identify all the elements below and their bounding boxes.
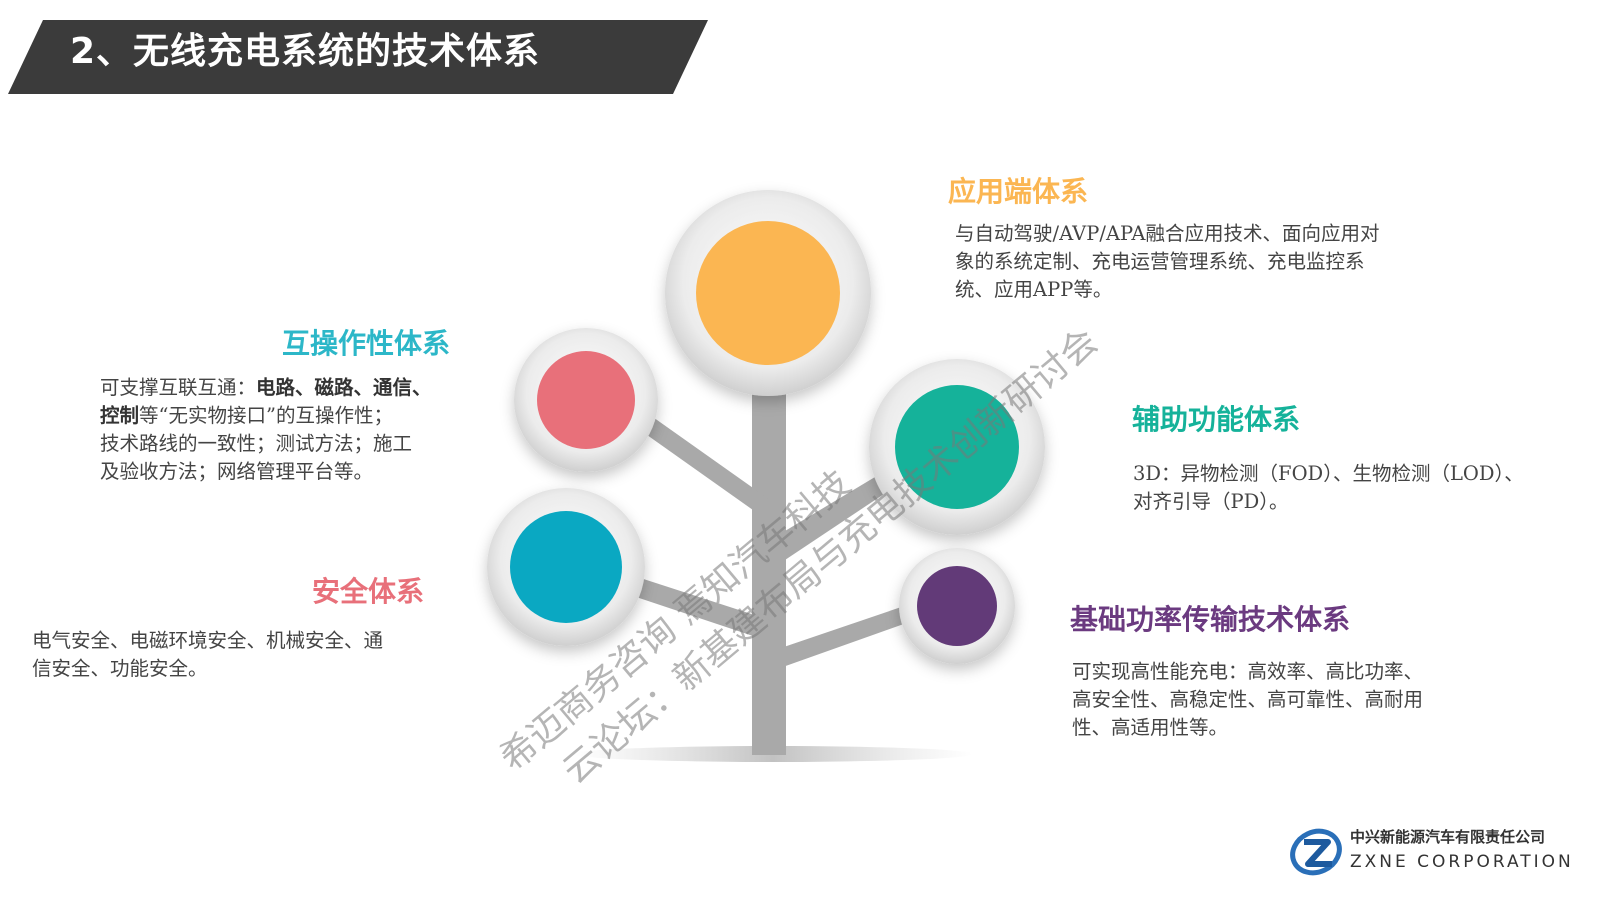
safety-line: 电气安全、电磁环境安全、机械安全、通	[32, 629, 384, 652]
logo-cn-name: 中兴新能源汽车有限责任公司	[1350, 828, 1546, 846]
aux-line: 对齐引导（PD）。	[1133, 490, 1289, 513]
app-heading: 应用端体系	[948, 175, 1089, 208]
zxne-logo-icon	[1290, 828, 1342, 876]
power-heading: 基础功率传输技术体系	[1070, 603, 1351, 636]
branch-aux	[770, 465, 905, 560]
interop-line2-bold: 控制	[100, 404, 140, 427]
branch-interop	[640, 415, 770, 515]
interop-line: 技术路线的一致性；测试方法；施工	[100, 432, 413, 455]
node-interop	[514, 328, 658, 472]
node-app-dot	[696, 221, 840, 365]
node-interop-dot	[537, 351, 635, 449]
company-logo: 中兴新能源汽车有限责任公司 ZXNE CORPORATION	[1290, 818, 1580, 888]
app-description: 与自动驾驶/AVP/APA融合应用技术、面向应用对 象的系统定制、充电运营管理系…	[955, 220, 1515, 304]
branch-power	[775, 604, 915, 668]
app-line: 象的系统定制、充电运营管理系统、充电监控系	[955, 250, 1365, 273]
interop-line: 及验收方法；网络管理平台等。	[100, 460, 374, 483]
title-banner	[8, 20, 708, 94]
branch-safety	[615, 572, 770, 640]
node-safety-dot	[510, 511, 622, 623]
node-aux-dot	[895, 385, 1019, 509]
interop-line: 可支撑互联互通：电路、磁路、通信、	[100, 374, 500, 402]
page-title: 2、无线充电系统的技术体系	[70, 31, 541, 72]
app-line: 统、应用APP等。	[955, 278, 1113, 301]
power-line: 可实现高性能充电：高效率、高比功率、	[1072, 660, 1424, 683]
aux-description: 3D：异物检测（FOD）、生物检测（LOD）、 对齐引导（PD）。	[1133, 460, 1573, 516]
node-power-dot	[917, 566, 997, 646]
interop-line2-rest: 等“无实物接口”的互操作性；	[139, 404, 393, 427]
interop-heading: 互操作性体系	[282, 327, 451, 360]
node-safety	[487, 488, 645, 646]
aux-line: 3D：异物检测（FOD）、生物检测（LOD）、	[1133, 462, 1524, 485]
interop-line: 控制等“无实物接口”的互操作性；	[100, 402, 500, 430]
app-line: 与自动驾驶/AVP/APA融合应用技术、面向应用对	[955, 222, 1380, 245]
node-app	[665, 190, 871, 396]
interop-line1-prefix: 可支撑互联互通：	[100, 376, 257, 399]
logo-en-name: ZXNE CORPORATION	[1350, 852, 1574, 872]
power-line: 性、高适用性等。	[1072, 716, 1229, 739]
interop-description: 可支撑互联互通：电路、磁路、通信、 控制等“无实物接口”的互操作性； 技术路线的…	[100, 374, 500, 486]
node-power	[899, 548, 1015, 664]
node-aux	[869, 359, 1045, 535]
power-description: 可实现高性能充电：高效率、高比功率、 高安全性、高稳定性、高可靠性、高耐用 性、…	[1072, 658, 1532, 742]
safety-line: 信安全、功能安全。	[32, 657, 208, 680]
power-line: 高安全性、高稳定性、高可靠性、高耐用	[1072, 688, 1424, 711]
interop-line1-bold: 电路、磁路、通信、	[256, 376, 432, 399]
safety-heading: 安全体系	[312, 575, 425, 608]
safety-description: 电气安全、电磁环境安全、机械安全、通 信安全、功能安全。	[32, 627, 472, 683]
aux-heading: 辅助功能体系	[1132, 403, 1301, 436]
